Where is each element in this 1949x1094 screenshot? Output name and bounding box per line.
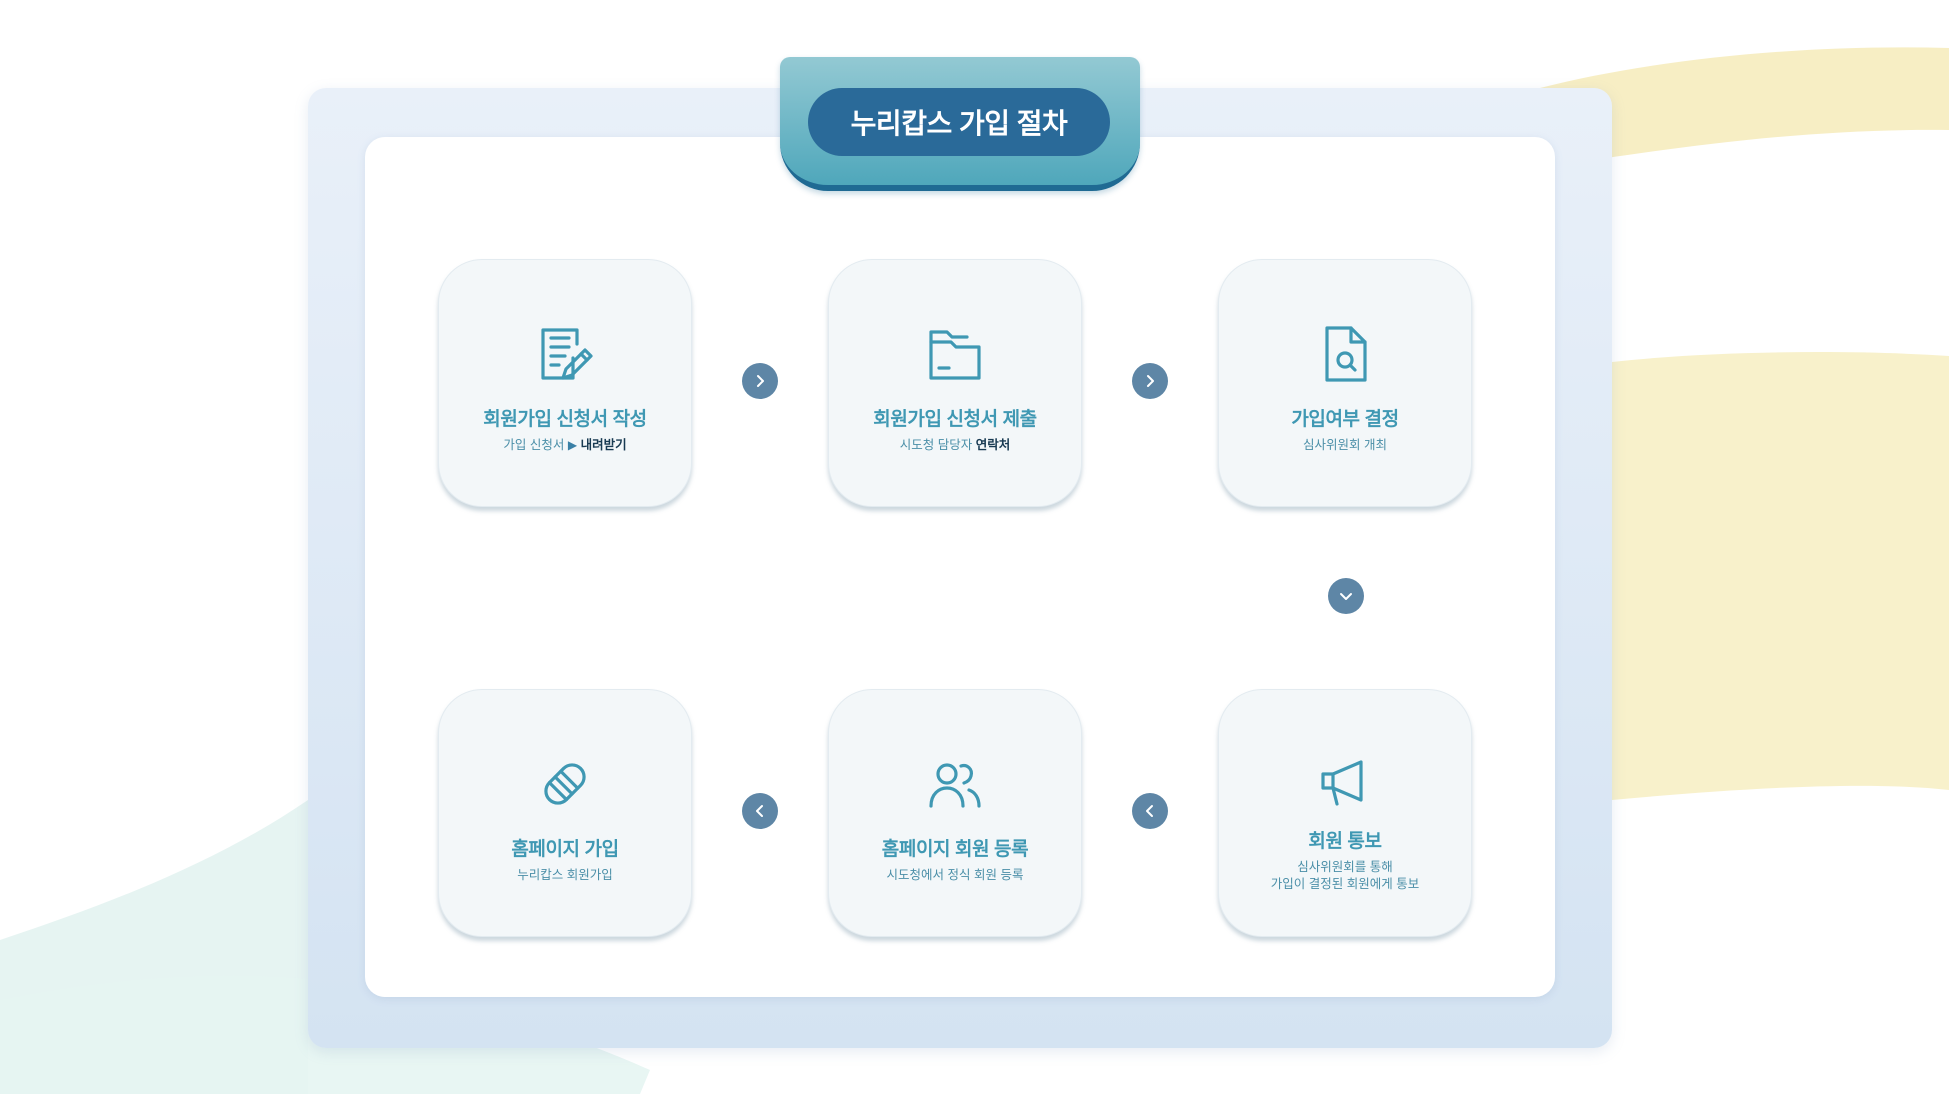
chevron-down-icon	[1328, 578, 1364, 614]
document-search-icon	[1313, 260, 1377, 390]
step-card-application-submit: 회원가입 신청서 제출 시도청 담당자 연락처	[828, 259, 1082, 507]
step-title: 홈페이지 가입	[511, 839, 619, 860]
chevron-right-icon	[1132, 363, 1168, 399]
users-icon	[923, 690, 987, 820]
step-title: 회원가입 신청서 제출	[873, 409, 1037, 430]
step-card-notification: 회원 통보 심사위원회를 통해 가입이 결정된 회원에게 통보	[1218, 689, 1472, 937]
step-title: 회원가입 신청서 작성	[483, 409, 647, 430]
step-card-homepage-join: 홈페이지 가입 누리캅스 회원가입	[438, 689, 692, 937]
step-card-member-register: 홈페이지 회원 등록 시도청에서 정식 회원 등록	[828, 689, 1082, 937]
step-subtitle: 심사위원회를 통해 가입이 결정된 회원에게 통보	[1270, 860, 1420, 891]
step-title: 회원 통보	[1308, 831, 1382, 852]
chevron-right-icon	[742, 363, 778, 399]
folder-icon	[923, 260, 987, 390]
contact-link[interactable]: 연락처	[975, 438, 1011, 452]
step-subtitle: 가입 신청서 ▶ 내려받기	[503, 438, 627, 452]
step-subtitle: 시도청 담당자 연락처	[899, 438, 1011, 452]
step-card-application-write: 회원가입 신청서 작성 가입 신청서 ▶ 내려받기	[438, 259, 692, 507]
play-arrow-icon: ▶	[567, 438, 578, 452]
step-title: 홈페이지 회원 등록	[881, 839, 1029, 860]
megaphone-icon	[1313, 690, 1377, 816]
document-pen-icon	[533, 260, 597, 390]
step-subtitle: 심사위원회 개최	[1303, 438, 1387, 452]
step-subtitle: 시도청에서 정식 회원 등록	[886, 868, 1024, 882]
page-title: 누리캅스 가입 절차	[808, 88, 1110, 156]
download-link[interactable]: 내려받기	[580, 438, 627, 452]
step-title: 가입여부 결정	[1291, 409, 1399, 430]
step-subtitle: 누리캅스 회원가입	[517, 868, 613, 882]
handshake-icon	[533, 690, 597, 820]
chevron-left-icon	[1132, 793, 1168, 829]
title-tab: 누리캅스 가입 절차	[780, 57, 1140, 191]
chevron-left-icon	[742, 793, 778, 829]
step-card-decision: 가입여부 결정 심사위원회 개최	[1218, 259, 1472, 507]
